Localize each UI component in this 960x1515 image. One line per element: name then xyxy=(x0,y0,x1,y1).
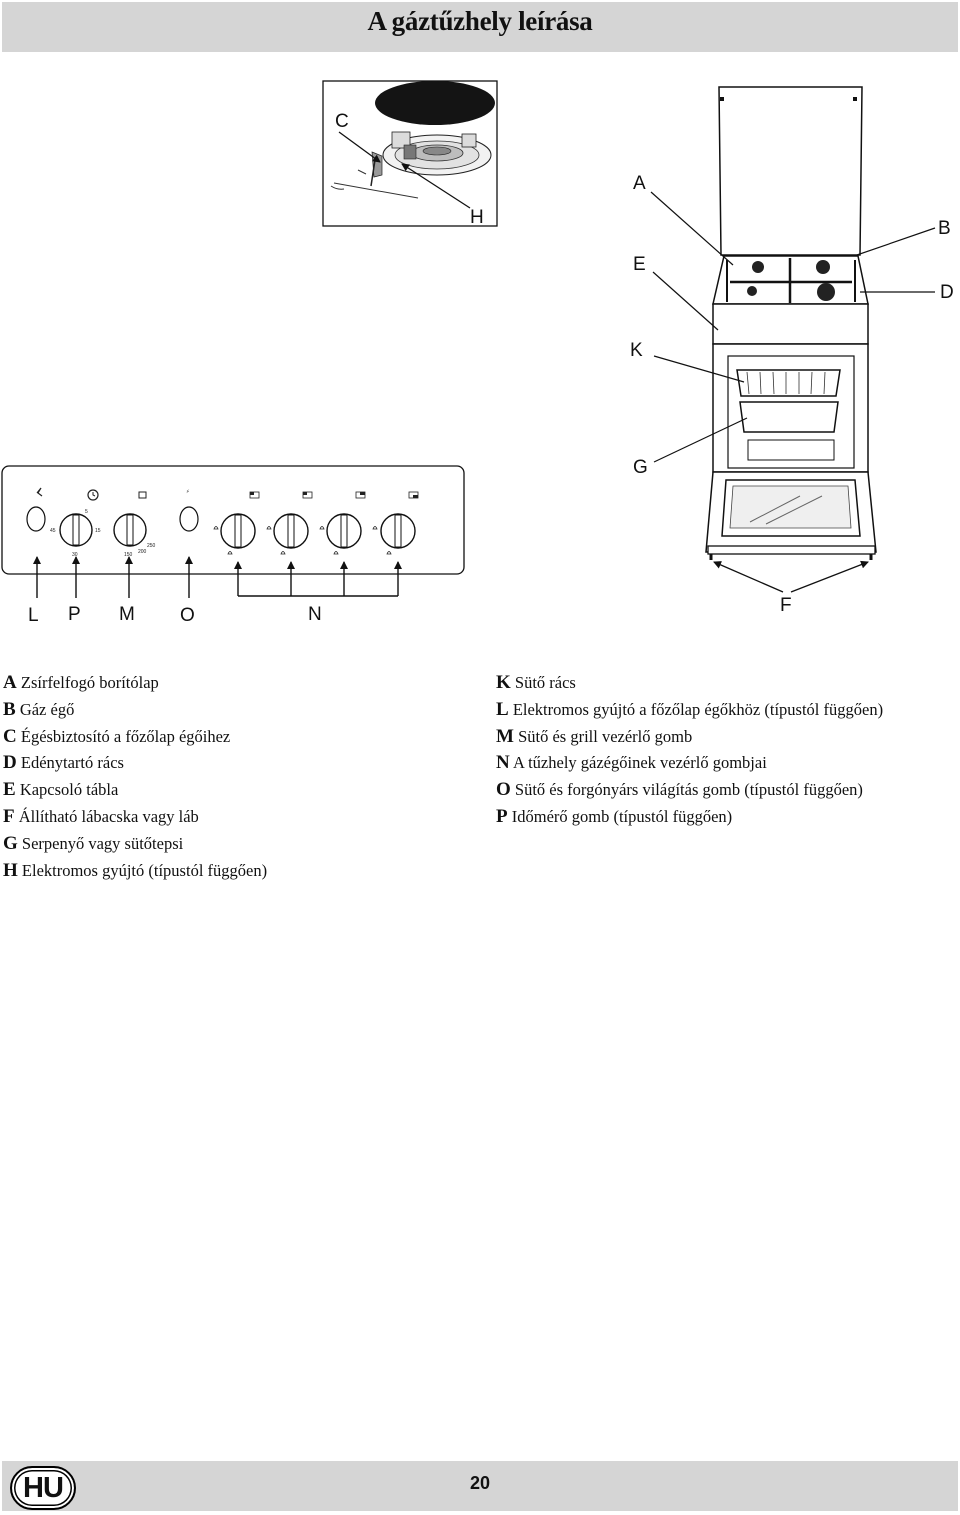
callout-p: P xyxy=(68,604,81,625)
callout-e: E xyxy=(633,254,646,275)
callout-d: D xyxy=(940,282,954,303)
svg-text:⚡: ⚡ xyxy=(186,489,190,495)
oven-scale-200: 200 xyxy=(138,549,147,555)
legend-item-b: B Gáz égő xyxy=(3,698,75,720)
timer-scale-45: 45 xyxy=(50,528,56,534)
legend-item-c: C Égésbiztosító a főzőlap égőihez xyxy=(3,725,231,747)
callout-c: C xyxy=(335,111,349,132)
callout-l: L xyxy=(28,605,39,626)
callout-b: B xyxy=(938,218,951,239)
oven-scale-150: 150 xyxy=(124,552,133,558)
legend-item-g: G Serpenyő vagy sütőtepsi xyxy=(3,832,184,854)
cooker-front-view: A B E D K G F xyxy=(630,86,954,616)
legend-item-h: H Elektromos gyújtó (típustól függően) xyxy=(3,859,268,881)
control-panel: ⚡ 5 15 30 45 150 200 250 xyxy=(1,465,465,575)
page-title: A gáztűzhely leírása xyxy=(367,6,593,36)
callout-g: G xyxy=(633,457,648,478)
oven-scale-250: 250 xyxy=(147,543,156,549)
legend-item-e: E Kapcsoló tábla xyxy=(3,779,119,801)
timer-scale-15: 15 xyxy=(95,528,101,534)
callout-o: O xyxy=(180,605,195,626)
legend-item-f: F Állítható lábacska vagy láb xyxy=(3,805,199,827)
page-number: 20 xyxy=(469,1473,491,1493)
language-badge: HU xyxy=(10,1466,76,1510)
legend-item-d: D Edénytartó rács xyxy=(3,752,124,774)
legend-item-m: M Sütő és grill vezérlő gomb xyxy=(496,725,693,747)
title-bar xyxy=(2,2,958,52)
legend-right: K Sütő rács L Elektromos gyújtó a főzőla… xyxy=(496,670,883,831)
legend-left: A Zsírfelfogó borítólap B Gáz égő C Égés… xyxy=(3,670,267,884)
legend-item-n: N A tűzhely gázégőinek vezérlő gombjai xyxy=(496,752,767,774)
callout-k: K xyxy=(630,340,643,361)
burner-inset: C H xyxy=(322,80,498,228)
footer-bar xyxy=(2,1461,958,1511)
callout-m: M xyxy=(119,604,135,625)
legend-item-k: K Sütő rács xyxy=(496,672,576,693)
legend-item-l: L Elektromos gyújtó a főzőlap égőkhöz (t… xyxy=(496,698,884,720)
callout-a: A xyxy=(633,173,646,194)
callout-f: F xyxy=(780,595,792,616)
legend-item-a: A Zsírfelfogó borítólap xyxy=(3,672,159,693)
callout-h: H xyxy=(470,207,484,228)
timer-scale-30: 30 xyxy=(72,552,78,558)
timer-scale-5: 5 xyxy=(85,509,88,515)
legend-item-p: P Időmérő gomb (típustól függően) xyxy=(496,805,733,827)
callout-n: N xyxy=(308,604,322,625)
control-panel-callouts: L P M O N xyxy=(28,556,402,626)
cooker-diagram: C H xyxy=(1,80,954,626)
legend-item-o: O Sütő és forgónyárs világítás gomb (típ… xyxy=(496,779,863,801)
